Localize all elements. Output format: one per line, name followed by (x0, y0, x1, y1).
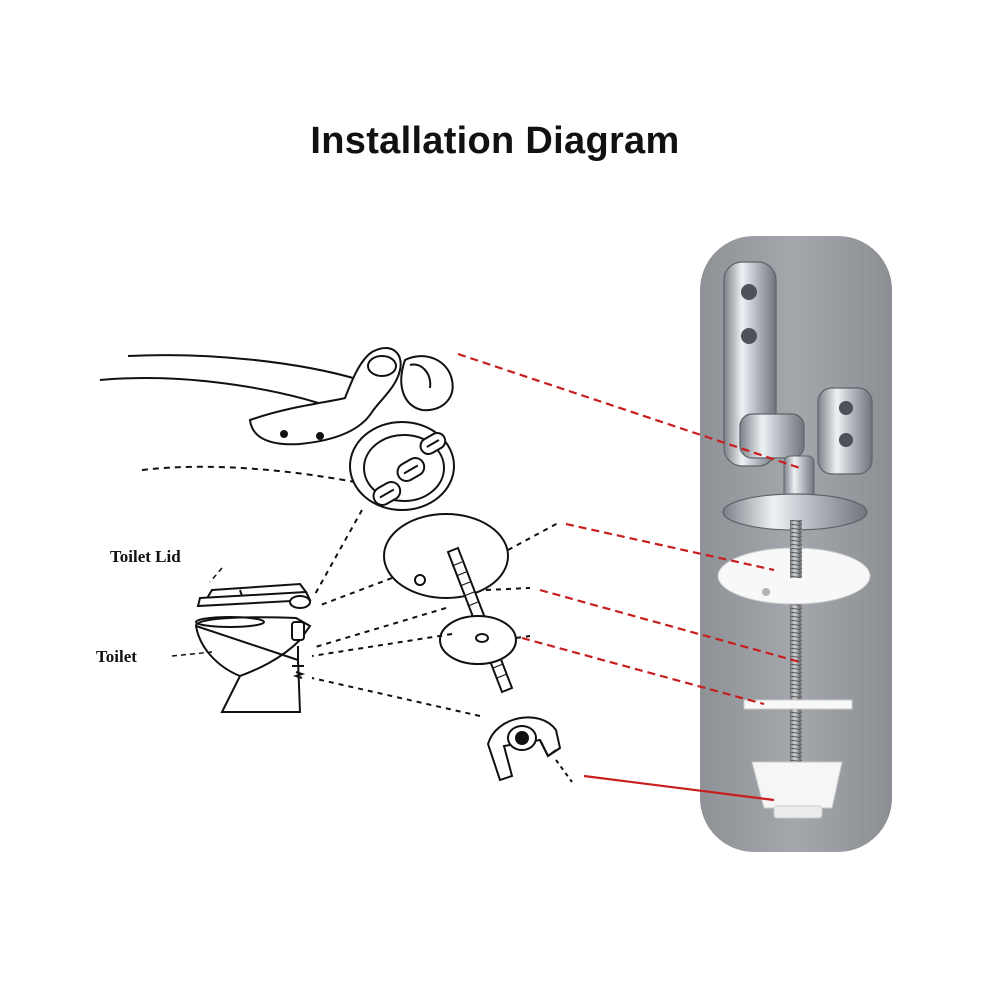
photo-small-washer (743, 699, 853, 710)
toilet-label: Toilet (96, 647, 137, 666)
photo-hinge (722, 261, 873, 531)
nut-drawing (486, 716, 562, 782)
photo-washer (717, 547, 871, 605)
diagram-title: Installation Diagram (310, 120, 680, 162)
photo-nut (751, 761, 843, 819)
toilet-drawing (194, 616, 312, 713)
toilet-lid-label: Toilet Lid (110, 547, 181, 566)
label-leaders (171, 567, 223, 657)
hinge-drawing (248, 347, 455, 511)
toilet-lid-drawing (196, 582, 312, 609)
nut-leader (555, 759, 573, 783)
washer-drawing (383, 513, 509, 599)
small-washer-drawing (439, 615, 517, 665)
red-dashed-leaders (457, 352, 801, 706)
black-dashed-leaders (311, 509, 561, 717)
product-photo-panel (700, 236, 892, 852)
red-solid-leader (583, 774, 775, 802)
